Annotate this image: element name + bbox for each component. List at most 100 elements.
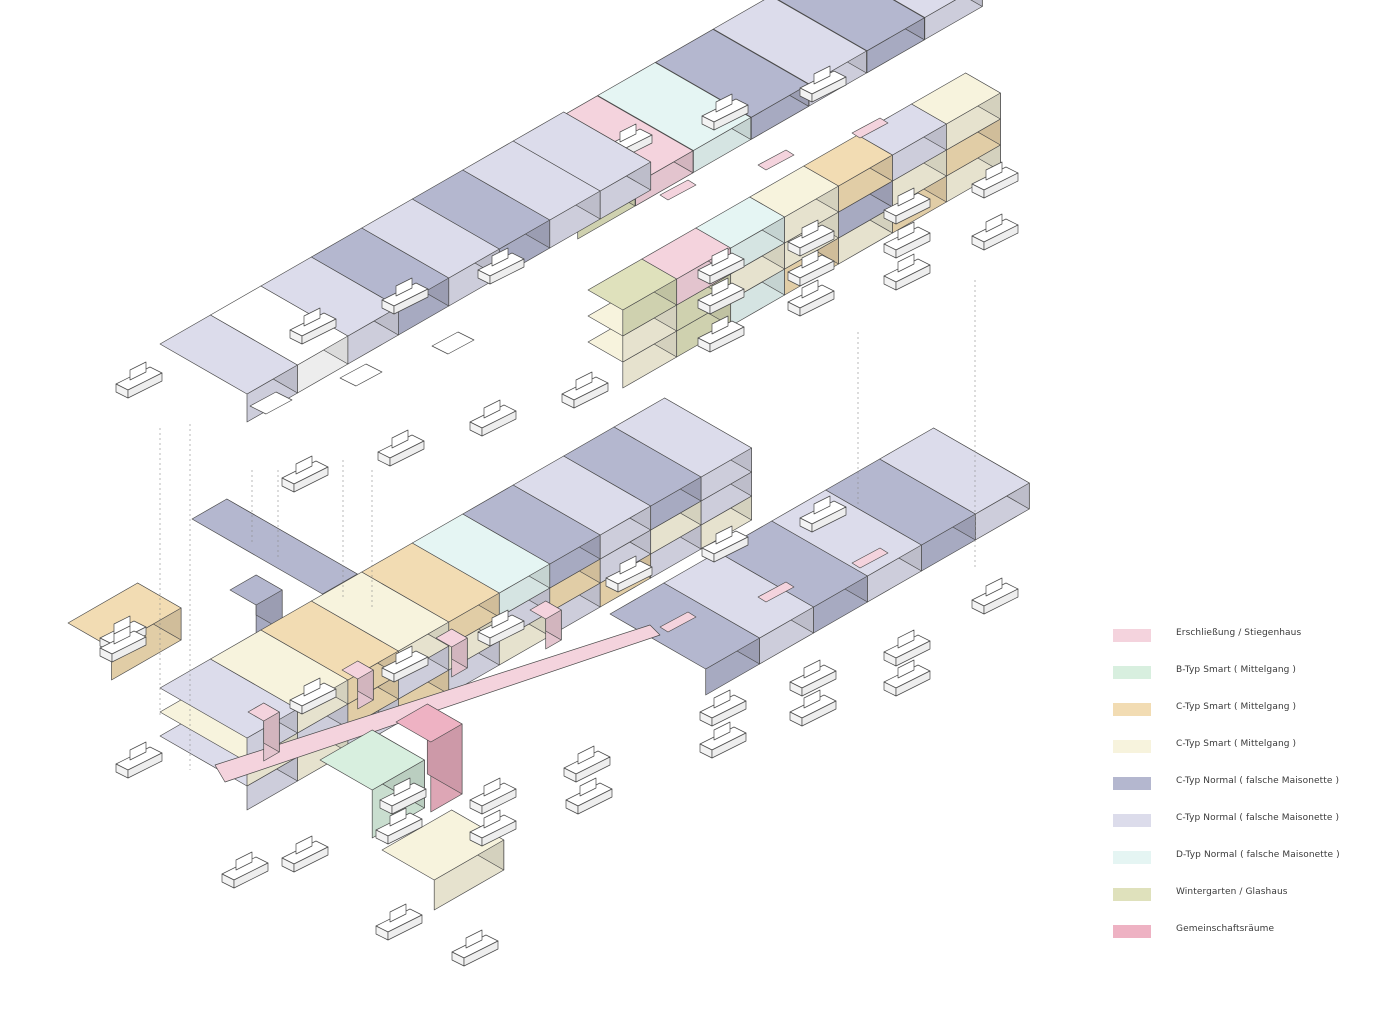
balcony-wall (575, 371, 593, 391)
block-top-face (893, 0, 956, 18)
lower-tower-roof-unit (825, 458, 976, 572)
roof-skylight (851, 547, 889, 569)
balcony-front (481, 410, 517, 437)
balcony-wall (713, 721, 731, 741)
balcony-front (301, 318, 337, 345)
balcony-wall (465, 929, 483, 949)
block-top-face (395, 703, 463, 743)
balcony-wall (715, 525, 733, 545)
balcony-wall (491, 247, 509, 267)
roof-skylight (757, 581, 795, 603)
balcony-wall (391, 429, 409, 449)
tower-roof-unit (778, 0, 925, 74)
balcony-front (983, 172, 1019, 199)
block-top-face (319, 729, 425, 791)
balcony-wall (985, 213, 1003, 233)
balcony-wall (129, 741, 147, 761)
tower-balcony (883, 253, 931, 291)
balcony-front (713, 104, 749, 131)
legend-item-c-typ-normal-dark: C-Typ Normal ( falsche Maisonette ) (1113, 774, 1373, 811)
legend-swatch (1113, 666, 1151, 679)
balcony-front (713, 536, 749, 563)
balcony-front (391, 788, 427, 815)
block-top-face (529, 600, 562, 620)
balcony-wall (389, 807, 407, 827)
balcony-wall (711, 315, 729, 335)
balcony-wall (295, 835, 313, 855)
wing-roof-opening (339, 363, 383, 387)
lower-tower-roof-unit (879, 427, 1030, 541)
block-top-face (778, 0, 925, 52)
lower-balcony-end (971, 577, 1019, 615)
lower-balcony (451, 929, 499, 967)
legend-label: C-Typ Smart ( Mittelgang ) (1176, 702, 1297, 712)
block-top-face (911, 72, 1001, 125)
lower-balcony (469, 777, 517, 815)
stair-core (247, 702, 280, 762)
wing-balcony (115, 361, 163, 399)
legend-label: Gemeinschaftsräume (1176, 924, 1275, 934)
stair-core (341, 660, 374, 710)
balcony-wall (711, 277, 729, 297)
lower-top-balcony (99, 625, 147, 663)
tower-floor-unit (911, 72, 1001, 151)
balcony-wall (395, 277, 413, 297)
lower-balcony (469, 809, 517, 847)
balcony-wall (897, 187, 915, 207)
balcony-front (617, 566, 653, 593)
legend-swatch (1113, 925, 1151, 938)
balcony-wall (801, 279, 819, 299)
tower-balcony-end (971, 213, 1019, 251)
balcony-front (387, 818, 423, 845)
balcony-front (127, 752, 163, 779)
legend-item-b-typ-smart: B-Typ Smart ( Mittelgang ) (1113, 663, 1373, 700)
legend-swatch (1113, 740, 1151, 753)
balcony-front (393, 288, 429, 315)
roof-skylight (757, 149, 795, 171)
tower-balcony (883, 187, 931, 225)
block-top-face (879, 427, 1030, 515)
wing-balcony (469, 399, 517, 437)
balcony-front (895, 198, 931, 225)
balcony-front (709, 288, 745, 315)
balcony-front (389, 440, 425, 467)
block-top-face (247, 702, 280, 722)
balcony-front (711, 700, 747, 727)
tower-balcony (697, 277, 745, 315)
legend-swatch (1113, 888, 1151, 901)
balcony-front (387, 914, 423, 941)
roof-skylight (659, 611, 697, 633)
wing-balcony (377, 429, 425, 467)
balcony-wall (985, 577, 1003, 597)
balcony-wall (897, 629, 915, 649)
lower-balcony (115, 741, 163, 779)
stair-core (435, 628, 468, 678)
legend-item-c-typ-smart-orange: C-Typ Smart ( Mittelgang ) (1113, 700, 1373, 737)
balcony-wall (713, 689, 731, 709)
lower-top-balcony (605, 555, 653, 593)
tower-balcony (787, 249, 835, 287)
lower-top-balcony (701, 525, 749, 563)
balcony-wall (985, 161, 1003, 181)
balcony-front (895, 264, 931, 291)
balcony-wall (295, 455, 313, 475)
block-top-face (191, 498, 358, 595)
balcony-wall (711, 247, 729, 267)
tower-balcony-end (971, 161, 1019, 199)
legend-label: C-Typ Normal ( falsche Maisonette ) (1176, 776, 1340, 786)
balcony-front (799, 290, 835, 317)
lower-balcony (221, 851, 269, 889)
block-top-face (229, 574, 283, 606)
lower-top-balcony (477, 609, 525, 647)
balcony-front (799, 260, 835, 287)
lower-floor-stack (99, 397, 1030, 967)
legend-item-d-typ-normal: D-Typ Normal ( falsche Maisonette ) (1113, 848, 1373, 885)
balcony-front (293, 466, 329, 493)
lower-balcony (789, 659, 837, 697)
lower-floor-unit (411, 513, 551, 618)
balcony-wall (619, 555, 637, 575)
legend-label: C-Typ Normal ( falsche Maisonette ) (1176, 813, 1340, 823)
tower-roof-unit (893, 0, 983, 40)
balcony-wall (715, 93, 733, 113)
